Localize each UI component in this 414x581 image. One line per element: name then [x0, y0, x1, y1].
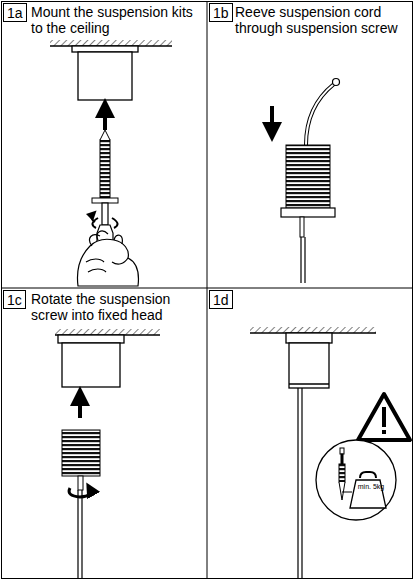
cable	[78, 490, 82, 578]
fixed-head	[78, 52, 132, 100]
step-number-box: 1d	[209, 290, 233, 309]
suspension-cord	[306, 79, 340, 146]
step-number: 1c	[7, 292, 22, 308]
load-callout	[316, 440, 396, 520]
hand	[78, 239, 139, 286]
load-callout	[340, 448, 344, 454]
screw	[92, 130, 118, 203]
fixed-head	[58, 335, 124, 343]
step-number: 1a	[7, 5, 23, 21]
suspension-screw	[281, 145, 335, 237]
load-callout	[350, 480, 386, 508]
warning-sign	[382, 430, 386, 434]
hand	[78, 231, 139, 286]
direction-arrow	[103, 108, 107, 130]
screwdriver	[92, 218, 117, 228]
fixed-head	[72, 46, 138, 52]
step-number: 1d	[213, 292, 229, 308]
rotation-arrow	[69, 488, 91, 497]
suspension-screw	[62, 430, 100, 490]
weight-label: min. 5kg	[357, 483, 385, 491]
step-caption: Rotate the suspension screw into fixed h…	[31, 291, 205, 323]
cable	[298, 388, 302, 578]
ceiling	[55, 329, 160, 335]
fixed-head	[289, 343, 329, 388]
fixed-head	[58, 335, 124, 387]
direction-arrow	[270, 106, 274, 132]
warning-sign	[382, 407, 386, 427]
fixed-head	[286, 333, 332, 343]
screwdriver	[102, 203, 108, 225]
cable	[298, 388, 302, 578]
step-number-box: 1c	[3, 290, 26, 309]
suspension-screw	[286, 145, 330, 208]
screw	[92, 198, 118, 203]
hand	[86, 231, 122, 272]
suspension-screw	[281, 208, 335, 217]
cable	[301, 237, 305, 283]
load-callout	[339, 482, 345, 500]
cable	[301, 237, 305, 283]
ceiling	[50, 40, 172, 46]
fixed-head	[286, 333, 332, 388]
fixed-head	[289, 383, 329, 384]
load-callout	[360, 472, 376, 478]
warning-sign	[358, 394, 410, 440]
load-callout	[342, 492, 352, 493]
ceiling	[50, 40, 172, 46]
cable	[78, 490, 82, 578]
direction-arrow	[78, 396, 82, 418]
suspension-screw	[300, 217, 304, 237]
screwdriver	[91, 214, 95, 222]
suspension-cord	[333, 79, 340, 86]
step-number: 1b	[213, 5, 229, 21]
step-number-box: 1b	[209, 3, 233, 22]
panel-frame	[207, 2, 208, 579]
step-caption: Mount the suspension kits to the ceiling	[31, 4, 205, 36]
load-callout	[316, 440, 396, 520]
fixed-head	[72, 46, 138, 100]
load-callout	[341, 454, 343, 464]
suspension-cord	[306, 84, 334, 145]
suspension-screw	[78, 476, 83, 490]
step-number-box: 1a	[3, 3, 27, 22]
ceiling	[250, 327, 376, 333]
hand	[112, 258, 128, 264]
ceiling	[250, 327, 376, 333]
fixed-head	[62, 343, 120, 387]
warning-sign	[358, 394, 410, 440]
suspension-screw	[62, 430, 100, 476]
load-callout	[339, 464, 345, 482]
step-caption: Reeve suspension cord through suspension…	[235, 4, 407, 36]
suspension-cord	[306, 84, 334, 145]
ceiling	[55, 329, 160, 335]
panel-frame	[2, 288, 413, 289]
screw	[100, 130, 110, 140]
screw	[100, 140, 110, 198]
